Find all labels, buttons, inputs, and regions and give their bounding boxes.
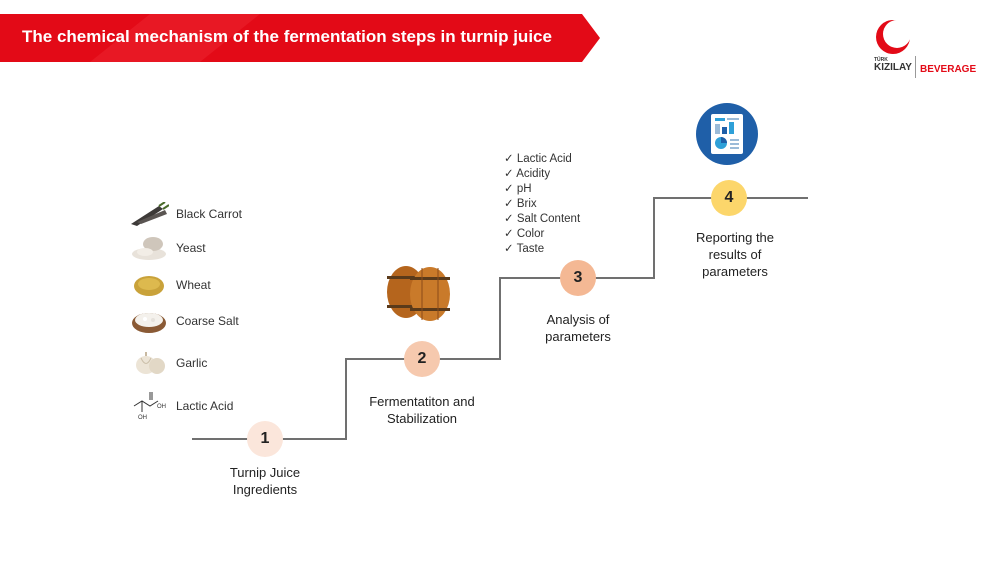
report-document-icon	[696, 103, 758, 165]
salt-icon	[128, 306, 170, 336]
step-1-label: Turnip Juice Ingredients	[229, 465, 301, 497]
step-2-number: 2	[417, 350, 427, 367]
parameter-checklist: Lactic Acid Acidity pH Brix Salt Content…	[504, 152, 580, 257]
step-2-label: Fermentatiton and Stabilization	[369, 394, 475, 426]
hydroxyl-label: OH	[138, 415, 147, 421]
step-3-circle: 3	[560, 260, 596, 296]
page-title: The chemical mechanism of the fermentati…	[22, 27, 552, 46]
title-banner: The chemical mechanism of the fermentati…	[0, 14, 600, 62]
garlic-icon	[128, 348, 170, 378]
step-2-circle: 2	[404, 341, 440, 377]
step-1-circle: 1	[247, 421, 283, 457]
brand-logo: TÜRK KIZILAY BEVERAGE	[870, 18, 985, 78]
parameter-item: Salt Content	[504, 212, 580, 227]
parameter-item: Acidity	[504, 167, 580, 182]
hydroxyl-label: OH	[157, 404, 166, 410]
step-4-circle: 4	[711, 180, 747, 216]
yeast-icon	[128, 233, 170, 263]
step-4-label: Reporting the results of parameters	[695, 230, 775, 279]
ingredient-label: Yeast	[176, 241, 206, 255]
ingredient-garlic: Garlic	[128, 348, 207, 378]
banner-shape	[0, 14, 600, 62]
wheat-icon	[128, 270, 170, 300]
step-4-number: 4	[724, 189, 734, 206]
step-3-number: 3	[573, 269, 583, 286]
logo-divider	[915, 56, 916, 78]
parameter-item: Brix	[504, 197, 580, 212]
ingredient-label: Garlic	[176, 356, 208, 370]
ingredient-coarse-salt: Coarse Salt	[128, 306, 239, 336]
ingredient-label: Black Carrot	[176, 207, 243, 221]
crescent-icon	[876, 20, 911, 54]
ingredient-label: Lactic Acid	[176, 399, 234, 413]
ingredient-label: Wheat	[176, 278, 211, 292]
ingredient-wheat: Wheat	[128, 270, 211, 300]
logo-brand: KIZILAY	[874, 62, 912, 73]
ingredient-black-carrot: Black Carrot	[128, 199, 242, 229]
lactic-acid-structure-icon: OH OH	[128, 386, 170, 426]
step-3-label: Analysis of parameters	[545, 312, 611, 344]
parameter-item: Taste	[504, 242, 580, 257]
step-1-number: 1	[260, 430, 270, 447]
logo-small-text: TÜRK	[874, 57, 888, 63]
ingredient-label: Coarse Salt	[176, 314, 239, 328]
parameter-item: Lactic Acid	[504, 152, 580, 167]
parameter-item: pH	[504, 182, 580, 197]
logo-division: BEVERAGE	[920, 64, 977, 75]
barrels-icon	[387, 266, 450, 321]
ingredient-yeast: Yeast	[128, 233, 206, 263]
parameter-item: Color	[504, 227, 580, 242]
ingredient-lactic-acid: OH OH Lactic Acid	[128, 386, 233, 426]
black-carrot-icon	[128, 199, 170, 229]
